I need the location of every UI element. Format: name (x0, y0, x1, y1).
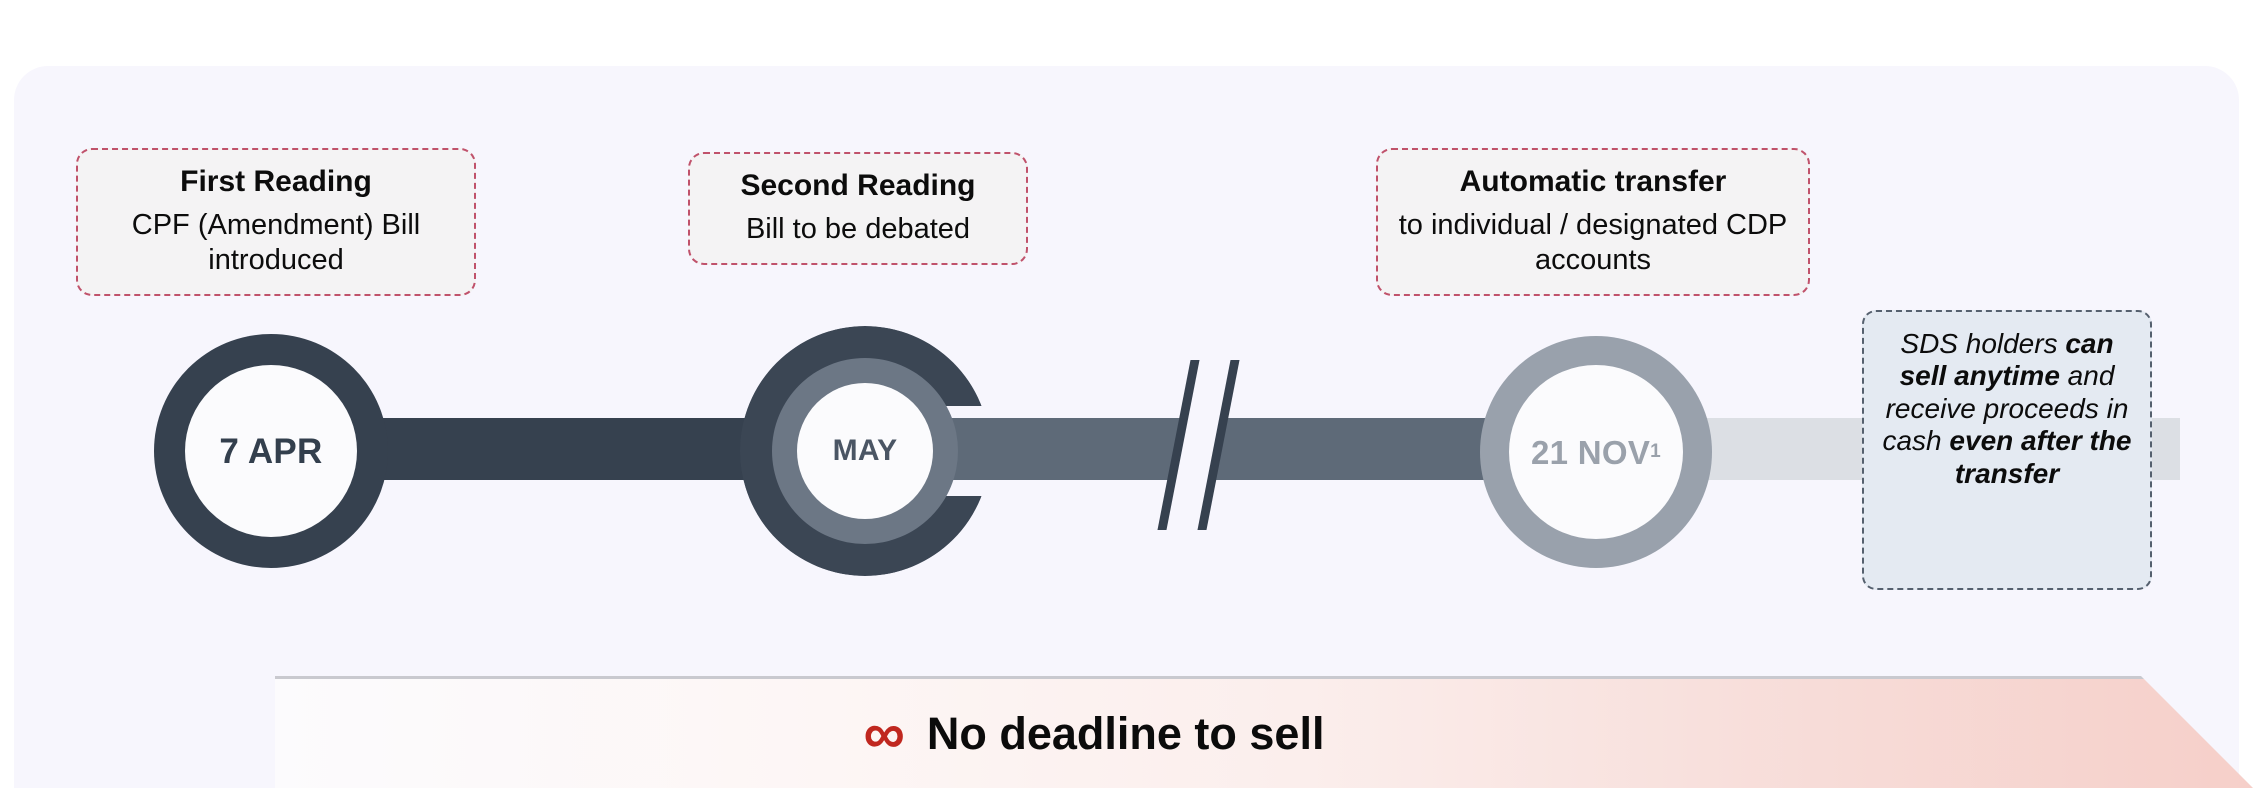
timeline-node-label-text: 21 NOV (1530, 433, 1651, 471)
callout-body: Bill to be debated (745, 213, 971, 246)
timeline-node-label-may: MAY (797, 383, 933, 519)
banner-label: No deadline to sell (926, 707, 1325, 759)
no-deadline-banner: ∞ No deadline to sell (275, 676, 2253, 788)
banner-content: ∞ No deadline to sell (864, 705, 1325, 763)
timeline-node-label-7-apr: 7 APR (185, 365, 357, 537)
callout-automatic-transfer: Automatic transfer to individual / desig… (1376, 148, 1810, 296)
callout-title: First Reading (180, 165, 372, 198)
callout-first-reading: First Reading CPF (Amendment) Bill intro… (76, 148, 476, 296)
callout-title: Automatic transfer (1459, 165, 1727, 198)
timeline-node-may[interactable]: MAY (740, 326, 990, 576)
callout-title: Second Reading (740, 169, 976, 202)
callout-second-reading: Second Reading Bill to be debated (688, 152, 1028, 266)
note-sds-holders: SDS holders can sell anytime and receive… (1862, 310, 2152, 590)
note-text: SDS holders can sell anytime and receive… (1882, 328, 2132, 489)
axis-break-icon (1148, 360, 1258, 530)
infinity-icon: ∞ (863, 700, 905, 766)
callout-body: CPF (Amendment) Bill introduced (131, 209, 421, 277)
timeline-node-7-apr[interactable]: 7 APR (154, 334, 388, 568)
callout-body: to individual / designated CDP accounts (1398, 209, 1788, 277)
